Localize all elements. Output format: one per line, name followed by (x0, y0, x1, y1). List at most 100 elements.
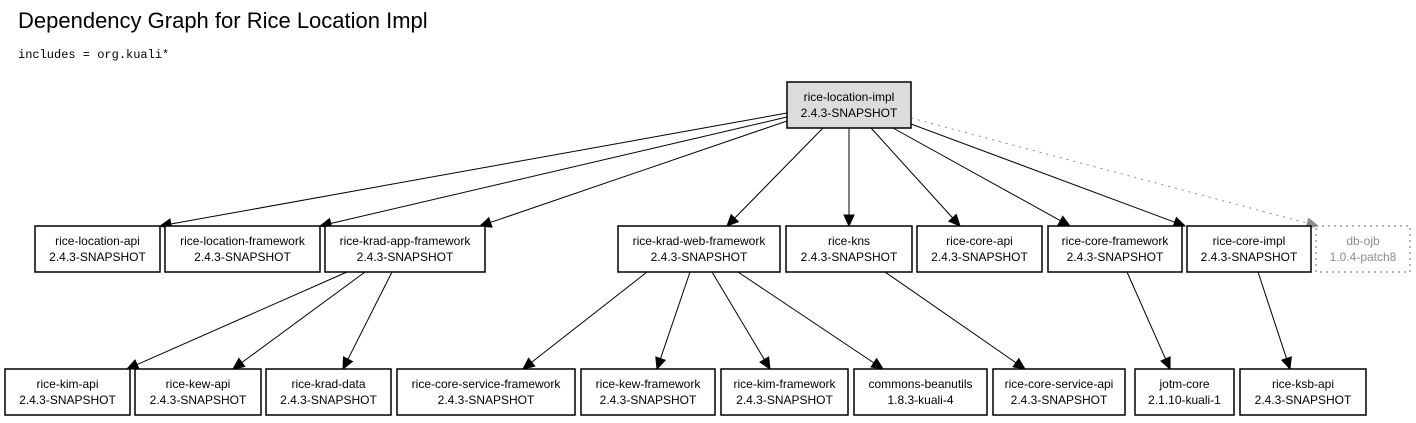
node-version: 2.1.10-kuali-1 (1148, 393, 1221, 407)
edge-line (136, 271, 348, 366)
node-rice-location-impl[interactable]: rice-location-impl 2.4.3-SNAPSHOT (786, 81, 912, 129)
node-artifact-name: commons-beanutils (868, 377, 972, 391)
arrowhead-icon (1280, 356, 1292, 371)
nodes-layer: rice-location-impl2.4.3-SNAPSHOTrice-loc… (4, 81, 1411, 416)
node-artifact-name: rice-kew-framework (596, 377, 702, 391)
node-version: 2.4.3-SNAPSHOT (931, 250, 1028, 264)
node-artifact-name: rice-core-framework (1062, 234, 1170, 248)
node-artifact-name: rice-core-api (946, 234, 1013, 248)
edge-line (347, 271, 393, 360)
edge-rice-core-impl-to-rice-ksb-api (1257, 271, 1292, 371)
edge-rice-krad-app-framework-to-rice-kew-api (232, 271, 366, 370)
node-version: 2.4.3-SNAPSHOT (19, 393, 116, 407)
node-box (785, 225, 913, 273)
node-version: 2.4.3-SNAPSHOT (1067, 250, 1164, 264)
node-box (992, 368, 1126, 416)
node-box (617, 225, 781, 273)
edge-rice-location-impl-to-rice-core-impl (910, 123, 1187, 228)
node-version: 2.4.3-SNAPSHOT (736, 393, 833, 407)
edge-rice-location-impl-to-db-ojb (910, 117, 1320, 229)
node-box (324, 225, 486, 273)
node-box (396, 368, 576, 416)
node-artifact-name: rice-location-api (55, 234, 140, 248)
node-artifact-name: rice-kim-framework (734, 377, 837, 391)
node-rice-core-framework[interactable]: rice-core-framework 2.4.3-SNAPSHOT (1047, 225, 1183, 273)
arrowhead-icon (125, 359, 140, 370)
arrowhead-icon (870, 357, 885, 370)
arrowhead-icon (843, 214, 855, 228)
node-version: 2.4.3-SNAPSHOT (49, 250, 146, 264)
edge-line (910, 123, 1175, 223)
node-artifact-name: rice-kew-api (166, 377, 231, 391)
node-artifact-name: db-ojb (1346, 234, 1380, 248)
node-box (580, 368, 716, 416)
node-box (1186, 225, 1312, 273)
edge-rice-location-impl-to-rice-krad-app-framework (478, 120, 788, 228)
edge-rice-location-impl-to-rice-location-framework (318, 116, 788, 230)
node-rice-core-api[interactable]: rice-core-api 2.4.3-SNAPSHOT (916, 225, 1043, 273)
edge-line (1257, 271, 1288, 359)
arrowhead-icon (342, 356, 354, 371)
edge-rice-krad-app-framework-to-rice-kim-api (125, 271, 348, 370)
edge-rice-location-impl-to-rice-core-framework (892, 127, 1072, 227)
edge-line (737, 271, 875, 364)
edge-rice-krad-web-framework-to-rice-kew-framework (655, 271, 691, 371)
arrowhead-icon (1160, 356, 1171, 371)
node-version: 2.4.3-SNAPSHOT (1255, 393, 1352, 407)
node-box (265, 368, 392, 416)
edge-line (170, 112, 788, 225)
node-box (1047, 225, 1183, 273)
node-rice-core-impl[interactable]: rice-core-impl 2.4.3-SNAPSHOT (1186, 225, 1312, 273)
node-rice-krad-web-framework[interactable]: rice-krad-web-framework 2.4.3-SNAPSHOT (617, 225, 781, 273)
arrowhead-icon (232, 357, 246, 370)
page-title: Dependency Graph for Rice Location Impl (18, 8, 428, 33)
node-box (916, 225, 1043, 273)
node-version: 1.8.3-kuali-4 (887, 393, 953, 407)
node-box (164, 225, 321, 273)
node-artifact-name: rice-krad-web-framework (633, 234, 767, 248)
arrowhead-icon (655, 356, 667, 371)
edge-rice-location-impl-to-rice-krad-web-framework (726, 127, 824, 227)
node-artifact-name: rice-location-framework (180, 234, 306, 248)
node-box (34, 225, 161, 273)
node-artifact-name: rice-core-service-api (1005, 377, 1114, 391)
edge-rice-kns-to-rice-core-service-api (884, 271, 1026, 370)
node-version: 2.4.3-SNAPSHOT (801, 106, 898, 120)
node-box (1134, 368, 1235, 416)
edge-line (531, 271, 648, 363)
node-version: 2.4.3-SNAPSHOT (150, 393, 247, 407)
node-rice-core-service-framework[interactable]: rice-core-service-framework2.4.3-SNAPSHO… (396, 368, 576, 416)
node-version: 2.4.3-SNAPSHOT (280, 393, 377, 407)
node-version: 2.4.3-SNAPSHOT (194, 250, 291, 264)
node-rice-kim-api[interactable]: rice-kim-api 2.4.3-SNAPSHOT (4, 368, 131, 416)
edges-layer (125, 112, 1320, 371)
node-box (1315, 225, 1411, 273)
edge-line (870, 127, 953, 219)
node-rice-location-api[interactable]: rice-location-api 2.4.3-SNAPSHOT (34, 225, 161, 273)
edge-line (330, 116, 788, 224)
edge-line (892, 127, 1061, 222)
node-artifact-name: rice-core-impl (1213, 234, 1286, 248)
node-rice-kim-framework[interactable]: rice-kim-framework 2.4.3-SNAPSHOT (720, 368, 849, 416)
node-version: 2.4.3-SNAPSHOT (651, 250, 748, 264)
arrowhead-icon (759, 356, 771, 371)
node-rice-location-framework[interactable]: rice-location-framework 2.4.3-SNAPSHOT (164, 225, 321, 273)
node-box (720, 368, 849, 416)
node-rice-core-service-api[interactable]: rice-core-service-api 2.4.3-SNAPSHOT (992, 368, 1126, 416)
node-rice-kew-api[interactable]: rice-kew-api 2.4.3-SNAPSHOT (134, 368, 262, 416)
node-artifact-name: rice-core-service-framework (412, 377, 562, 391)
node-artifact-name: rice-location-impl (804, 90, 895, 104)
node-box (786, 81, 912, 129)
node-commons-beanutils[interactable]: commons-beanutils 1.8.3-kuali-4 (853, 368, 988, 416)
node-version: 2.4.3-SNAPSHOT (1201, 250, 1298, 264)
node-artifact-name: rice-kim-api (36, 377, 98, 391)
node-version: 2.4.3-SNAPSHOT (1011, 393, 1108, 407)
